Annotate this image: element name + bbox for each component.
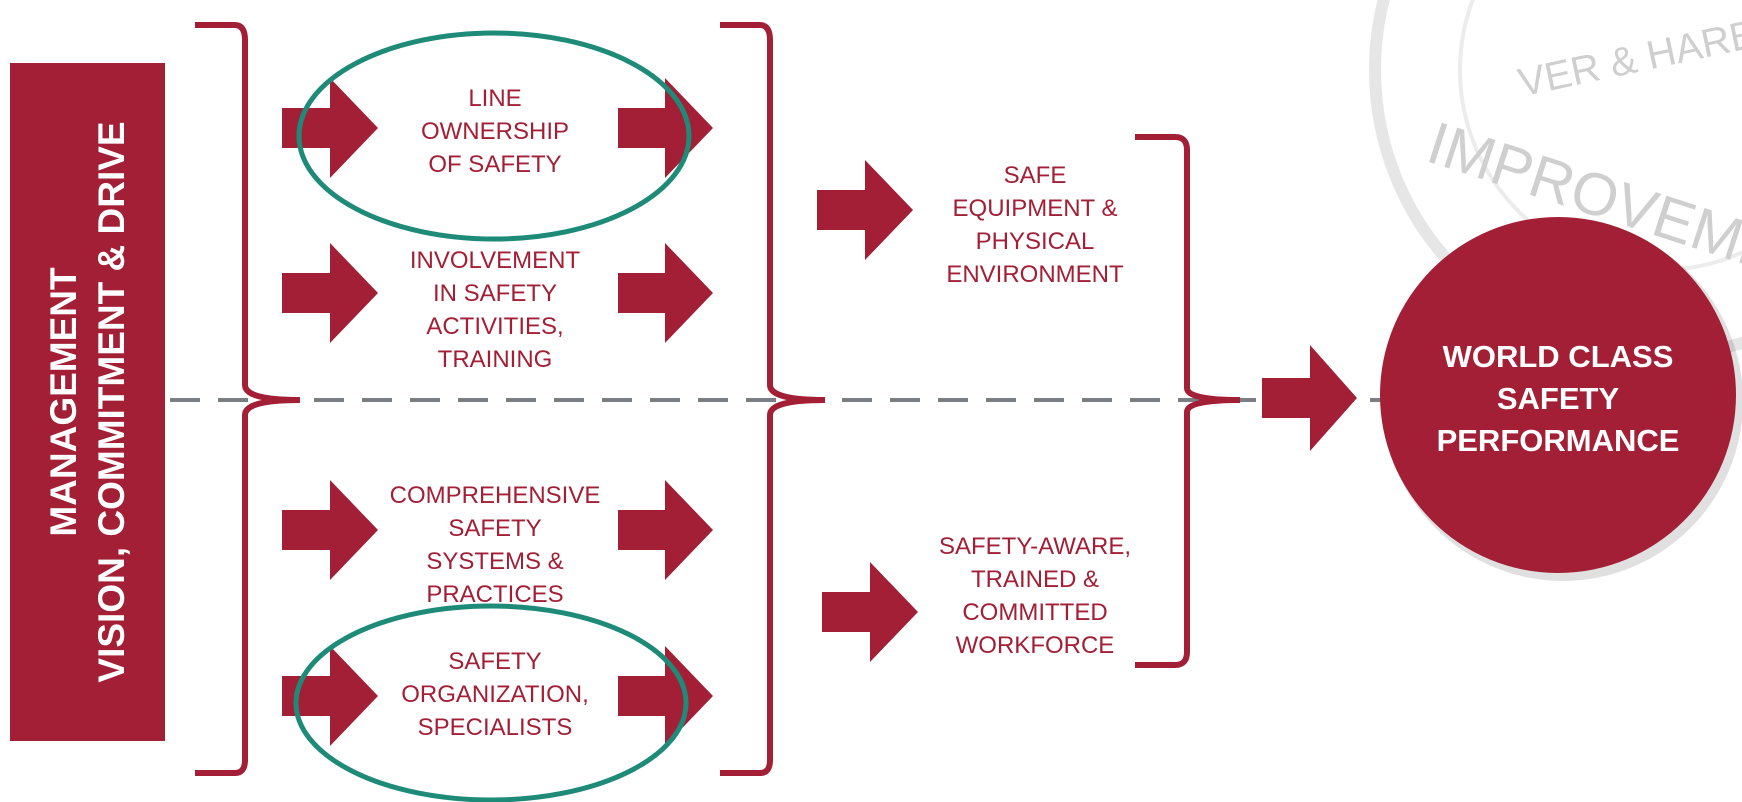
watermark-text-1: VER & HARBO [1514, 6, 1742, 106]
goal-label-line: WORLD CLASS [1442, 339, 1674, 374]
outcome-safety-aware-workforce: SAFETY-AWARE, TRAINED & COMMITTED WORKFO… [910, 530, 1160, 662]
input-label-line: SPECIALISTS [417, 714, 573, 741]
goal-label-line: SAFETY [1496, 381, 1620, 416]
input-line-ownership: LINE OWNERSHIP OF SAFETY [390, 82, 600, 181]
input-safety-systems: COMPREHENSIVE SAFETY SYSTEMS & PRACTICES [365, 479, 625, 611]
input-label-line: INVOLVEMENT [409, 247, 581, 274]
input-label-line: SAFETY [448, 515, 542, 542]
outcome-label-line: SAFE [1003, 162, 1067, 189]
goal-label: WORLD CLASS SAFETY PERFORMANCE [1378, 336, 1738, 462]
input-label-line: OF SAFETY [428, 151, 562, 178]
input-safety-organization: SAFETY ORGANIZATION, SPECIALISTS [380, 645, 610, 744]
input-arrow-out-3 [618, 480, 713, 580]
outcome-label-line: EQUIPMENT & [952, 195, 1118, 222]
goal-circle [1380, 217, 1736, 573]
outcome-label-line: ENVIRONMENT [946, 261, 1124, 288]
input-brace-left [195, 22, 301, 776]
input-label-line: TRAINING [437, 346, 553, 373]
goal-arrow [1262, 345, 1357, 451]
input-arrow-in-1 [282, 78, 378, 178]
input-label-line: IN SAFETY [432, 280, 558, 307]
input-label-line: ACTIVITIES, [426, 313, 564, 340]
input-label-line: PRACTICES [426, 581, 564, 608]
outcome-label-line: PHYSICAL [975, 228, 1095, 255]
outcome-arrow-2 [822, 562, 918, 662]
input-label-line: LINE [468, 85, 522, 112]
input-brace-right [720, 22, 826, 776]
input-label-line: OWNERSHIP [420, 118, 569, 145]
highlight-oval-bottom [293, 603, 689, 802]
highlight-oval-top [296, 30, 692, 242]
outcome-brace [1135, 134, 1241, 668]
outcome-label-line: SAFETY-AWARE, [938, 533, 1132, 560]
input-arrow-out-2 [618, 243, 713, 343]
input-arrow-in-2 [282, 243, 378, 343]
outcome-safe-equipment: SAFE EQUIPMENT & PHYSICAL ENVIRONMENT [915, 159, 1155, 291]
input-label-line: ORGANIZATION, [401, 681, 589, 708]
outcome-label-line: WORKFORCE [955, 632, 1115, 659]
input-arrow-in-4 [282, 646, 378, 746]
outcome-label-line: COMMITTED [962, 599, 1108, 626]
outcome-label-line: TRAINED & [970, 566, 1099, 593]
input-arrow-out-4 [618, 646, 713, 746]
management-banner: MANAGEMENT VISION, COMMITMENT & DRIVE [10, 63, 165, 741]
input-label-line: SYSTEMS & [426, 548, 564, 575]
banner-line-2: VISION, COMMITMENT & DRIVE [90, 121, 132, 683]
banner-line-1: MANAGEMENT [42, 267, 84, 537]
management-banner-text: MANAGEMENT VISION, COMMITMENT & DRIVE [40, 67, 136, 737]
input-involvement: INVOLVEMENT IN SAFETY ACTIVITIES, TRAINI… [380, 244, 610, 376]
input-arrow-in-3 [282, 480, 378, 580]
input-arrow-out-1 [618, 78, 713, 178]
input-label-line: COMPREHENSIVE [389, 482, 601, 509]
outcome-arrow-1 [817, 160, 913, 260]
input-label-line: SAFETY [448, 648, 542, 675]
goal-label-line: PERFORMANCE [1436, 423, 1680, 458]
